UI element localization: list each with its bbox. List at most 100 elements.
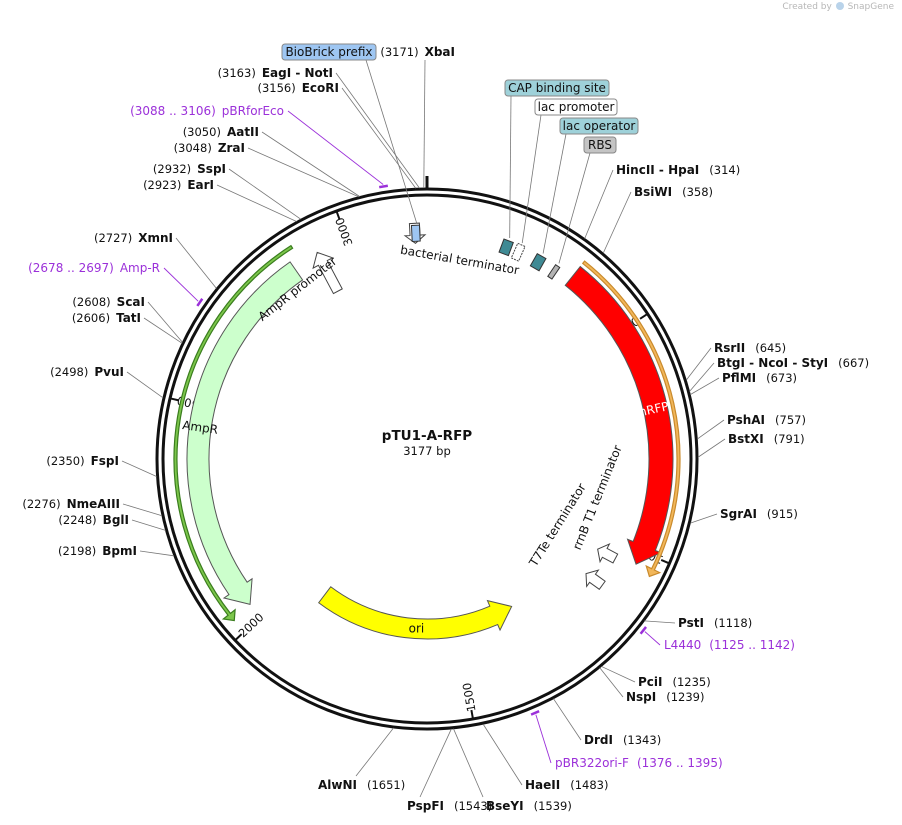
site-name-11: FspI — [91, 454, 119, 468]
tick-mark-3000 — [335, 211, 341, 220]
site-name-13: BglI — [103, 513, 129, 527]
site-leader-17 — [685, 347, 712, 381]
site-position-22: (915) — [767, 507, 798, 521]
site-leader-13 — [131, 519, 166, 531]
site-name-22: SgrAI — [720, 507, 757, 521]
laco-label-text: lac operator — [563, 119, 636, 133]
t7te-icon — [585, 569, 606, 591]
site-name-16: BsiWI — [634, 185, 672, 199]
site-position-21: (791) — [774, 432, 805, 446]
site-leader-18 — [689, 362, 715, 392]
laco-label-box — [559, 117, 639, 135]
site-name-14: BpmI — [102, 544, 137, 558]
site-position-0: (3171) — [380, 45, 418, 59]
rbs-label-box — [583, 136, 617, 154]
biobrick-leader — [365, 59, 418, 224]
site-leader-12 — [122, 503, 163, 517]
site-name-19: PflMI — [722, 371, 756, 385]
lacp-label-box — [534, 98, 618, 116]
biobrick-label-box — [281, 43, 377, 61]
rfp-orf-orf-arrow — [581, 260, 681, 578]
site-position-7: (2727) — [94, 231, 132, 245]
tick-mark-1000 — [660, 559, 669, 565]
rbs-leader — [558, 152, 591, 264]
site-position-15: (314) — [709, 163, 740, 177]
site-name-6: EarI — [187, 178, 214, 192]
map-center: pTU1-A-RFP 3177 bp — [382, 428, 472, 458]
backbone-inner-strand — [161, 193, 693, 725]
primer-range-0: (3088 .. 3106) — [130, 104, 216, 118]
site-leader-0 — [423, 59, 426, 189]
site-name-12: NmeAIII — [67, 497, 120, 511]
biobrick-prefix-block — [410, 224, 421, 242]
tick-label-1500: 1500 — [460, 682, 479, 713]
site-leader-22 — [690, 513, 718, 524]
site-position-8: (2608) — [72, 295, 110, 309]
site-leader-2 — [341, 87, 417, 189]
site-position-24: (1235) — [673, 675, 711, 689]
site-leader-6 — [216, 184, 297, 222]
site-name-7: XmnI — [138, 231, 173, 245]
site-name-1: EagI - NotI — [262, 66, 333, 80]
site-name-30: AlwNI — [318, 778, 357, 792]
site-name-10: PvuI — [94, 365, 124, 379]
site-position-12: (2276) — [22, 497, 60, 511]
snapgene-credit: Created by SnapGene — [782, 2, 894, 12]
site-leader-26 — [553, 698, 582, 741]
ampr-label: AmpR — [181, 418, 218, 437]
site-name-29: PspFI — [407, 799, 444, 813]
site-position-4: (3048) — [174, 141, 212, 155]
site-name-28: BseYI — [486, 799, 524, 813]
plasmid-length: 3177 bp — [403, 444, 451, 458]
site-leader-11 — [121, 460, 157, 477]
cap-label-text: CAP binding site — [508, 81, 606, 95]
site-leader-19 — [690, 377, 720, 395]
site-position-23: (1118) — [714, 616, 752, 630]
site-leader-29 — [419, 728, 452, 798]
site-position-6: (2923) — [143, 178, 181, 192]
site-name-24: PciI — [638, 675, 663, 689]
site-leader-4 — [247, 147, 359, 198]
tick-mark-2000 — [235, 633, 243, 641]
site-name-27: HaeII — [525, 778, 560, 792]
primer-mark-3 — [530, 710, 540, 716]
primer-leader-3 — [535, 714, 552, 764]
primer-range-3: (1376 .. 1395) — [637, 756, 723, 770]
rbs-shape — [547, 264, 561, 280]
site-leader-1 — [335, 72, 420, 189]
lac-operator-shape — [529, 252, 547, 272]
site-leader-5 — [228, 168, 301, 220]
site-name-3: AatII — [227, 125, 259, 139]
site-name-26: DrdI — [584, 733, 613, 747]
lacp-label-text: lac promoter — [538, 100, 615, 114]
site-position-16: (358) — [682, 185, 713, 199]
site-position-11: (2350) — [46, 454, 84, 468]
mrfp1-arrow — [564, 265, 674, 565]
tick-mark-2500 — [170, 397, 180, 402]
credit-brand: SnapGene — [847, 2, 894, 12]
site-leader-27 — [482, 723, 523, 786]
site-position-3: (3050) — [183, 125, 221, 139]
site-name-2: EcoRI — [302, 81, 339, 95]
site-position-29: (1543) — [454, 799, 492, 813]
site-leader-21 — [697, 438, 726, 458]
site-position-30: (1651) — [367, 778, 405, 792]
site-leader-8 — [147, 301, 183, 343]
rbs-block — [547, 264, 561, 280]
site-name-4: ZraI — [218, 141, 245, 155]
site-leader-16 — [602, 191, 632, 254]
site-position-2: (3156) — [257, 81, 295, 95]
site-leader-7 — [175, 237, 217, 289]
ampr-promoter-arrow — [312, 251, 343, 295]
primer-name-3: pBR322ori-F — [555, 756, 629, 770]
site-name-5: SspI — [197, 162, 226, 176]
site-leader-23 — [644, 620, 676, 624]
site-position-5: (2932) — [153, 162, 191, 176]
lac-promoter-shape — [510, 242, 526, 262]
site-position-17: (645) — [755, 341, 786, 355]
site-name-20: PshAI — [727, 413, 765, 427]
primer-name-2: L4440 — [664, 638, 701, 652]
site-leader-20 — [697, 419, 725, 440]
